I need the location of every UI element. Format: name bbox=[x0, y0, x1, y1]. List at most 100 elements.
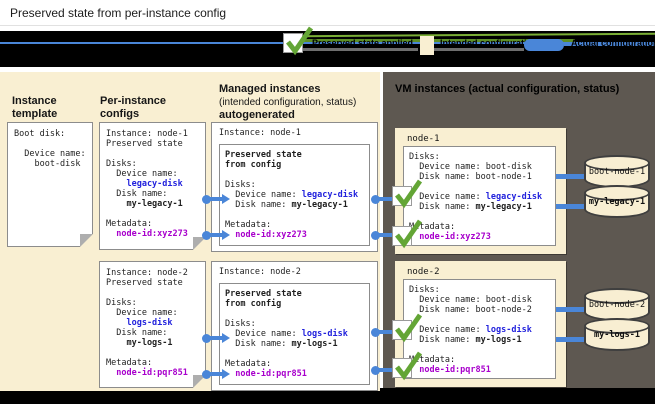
vm-boot-device: Device name: boot-disk bbox=[409, 295, 532, 305]
vm-metadata-value: node-id:xyz273 bbox=[409, 232, 491, 242]
config-metadata-value: node-id:pqr851 bbox=[106, 368, 188, 378]
managed-header-title: Managed instances bbox=[219, 83, 321, 95]
managed-state-2: from config bbox=[225, 299, 282, 309]
connector-line bbox=[377, 368, 393, 372]
managed-instance-box-node-1: Instance: node-1 Preserved state from co… bbox=[211, 122, 378, 252]
managed-instance-title: Instance: node-1 bbox=[219, 128, 301, 138]
disk-connector-line bbox=[556, 307, 584, 312]
vm-metadata: Metadata: bbox=[409, 222, 456, 232]
managed-header-note: autogenerated bbox=[219, 109, 295, 121]
managed-state-1: Preserved state bbox=[225, 150, 302, 160]
connector-line bbox=[206, 372, 224, 376]
title-divider bbox=[0, 25, 655, 26]
connector-dot bbox=[371, 231, 380, 240]
connector-arrowhead bbox=[222, 230, 230, 240]
config-metadata: Metadata: bbox=[106, 358, 153, 368]
managed-state-2: from config bbox=[225, 160, 282, 170]
connector-line bbox=[377, 233, 393, 237]
header-per-instance-configs: Per-instance configs bbox=[100, 95, 167, 120]
managed-metadata: Metadata: bbox=[225, 359, 272, 369]
managed-preserved-state-box: Preserved state from config Disks: Devic… bbox=[219, 144, 370, 246]
managed-metadata-value: node-id:xyz273 bbox=[225, 230, 307, 240]
config-metadata: Metadata: bbox=[106, 219, 153, 229]
vm-detail-box: Disks: Device name: boot-disk Disk name:… bbox=[403, 279, 556, 379]
managed-disks: Disks: bbox=[225, 180, 256, 190]
connector-line bbox=[377, 330, 393, 334]
vm-name: node-1 bbox=[407, 134, 440, 144]
config-metadata-value: node-id:xyz273 bbox=[106, 229, 188, 239]
header-managed-instances: Managed instances (intended configuratio… bbox=[219, 83, 381, 122]
legend-check-icon bbox=[283, 26, 314, 56]
legend-intended-label: Intended configuration bbox=[440, 38, 538, 48]
connector-dot bbox=[371, 195, 380, 204]
template-device-value: boot-disk bbox=[14, 159, 81, 169]
vm-boot-disk: Disk name: boot-node-1 bbox=[409, 172, 532, 182]
vm-box-node-2: node-2 Disks: Device name: boot-disk Dis… bbox=[395, 261, 566, 387]
vm-boot-disk: Disk name: boot-node-2 bbox=[409, 305, 532, 315]
legend-blue-line-right bbox=[564, 44, 655, 46]
managed-disks: Disks: bbox=[225, 319, 256, 329]
connector-dot bbox=[371, 366, 380, 375]
legend-underline-2 bbox=[434, 48, 524, 51]
config-disk-value: my-legacy-1 bbox=[106, 199, 183, 209]
config-device-label: Device name: bbox=[106, 169, 178, 179]
managed-disk-line: Disk name: my-legacy-1 bbox=[225, 200, 348, 210]
vm-disk-line: Disk name: my-logs-1 bbox=[409, 335, 522, 345]
disk-label: my-logs-1 bbox=[593, 330, 641, 340]
managed-metadata-value: node-id:pqr851 bbox=[225, 369, 307, 379]
config-device-value: legacy-disk bbox=[106, 179, 183, 189]
vm-device-line: Device name: legacy-disk bbox=[409, 192, 543, 202]
config-state: Preserved state bbox=[106, 278, 183, 288]
vm-metadata-value: node-id:pqr851 bbox=[409, 365, 491, 375]
legend-actual-label: Actual configuration bbox=[571, 38, 655, 48]
disk-cylinder-my-logs-1: my-logs-1 bbox=[584, 318, 650, 351]
config-device-value: logs-disk bbox=[106, 318, 173, 328]
managed-instance-title: Instance: node-2 bbox=[219, 267, 301, 277]
managed-device-line: Device name: logs-disk bbox=[225, 329, 348, 339]
disk-label: my-legacy-1 bbox=[588, 197, 646, 207]
legend-underline-1 bbox=[301, 48, 418, 51]
disk-cylinder-boot-node-1: boot-node-1 bbox=[584, 155, 650, 188]
config-state: Preserved state bbox=[106, 139, 183, 149]
vm-detail-box: Disks: Device name: boot-disk Disk name:… bbox=[403, 146, 556, 246]
disk-cylinder-boot-node-2: boot-node-2 bbox=[584, 288, 650, 321]
config-device-label: Device name: bbox=[106, 308, 178, 318]
config-instance: Instance: node-1 bbox=[106, 129, 188, 139]
status-check-icon bbox=[392, 351, 423, 381]
managed-header-sub: (intended configuration, status) bbox=[219, 97, 357, 108]
disk-label: boot-node-2 bbox=[588, 300, 646, 310]
managed-preserved-state-box: Preserved state from config Disks: Devic… bbox=[219, 283, 370, 385]
template-boot-disk: Boot disk: bbox=[14, 129, 66, 139]
vm-disks: Disks: bbox=[409, 285, 440, 295]
status-check-icon bbox=[392, 219, 423, 249]
per-instance-config-doc-node-2: Instance: node-2 Preserved state Disks: … bbox=[99, 261, 206, 388]
vm-box-node-1: node-1 Disks: Device name: boot-disk Dis… bbox=[395, 128, 566, 254]
disk-connector-line bbox=[556, 337, 584, 342]
config-disks: Disks: bbox=[106, 159, 137, 169]
managed-metadata: Metadata: bbox=[225, 220, 272, 230]
managed-instance-box-node-2: Instance: node-2 Preserved state from co… bbox=[211, 261, 378, 391]
config-disk-label: Disk name: bbox=[106, 189, 168, 199]
header-instance-template: Instance template bbox=[12, 95, 58, 120]
connector-arrowhead bbox=[222, 333, 230, 343]
disk-label: boot-node-1 bbox=[588, 167, 646, 177]
connector-line bbox=[206, 233, 224, 237]
managed-device-line: Device name: legacy-disk bbox=[225, 190, 359, 200]
disk-connector-line bbox=[556, 174, 584, 179]
page-title: Preserved state from per-instance config bbox=[10, 6, 227, 20]
connector-arrowhead bbox=[222, 194, 230, 204]
status-check-icon bbox=[392, 179, 423, 209]
connector-arrowhead bbox=[222, 369, 230, 379]
status-check-icon bbox=[392, 313, 423, 343]
config-disk-value: my-logs-1 bbox=[106, 338, 173, 348]
config-disks: Disks: bbox=[106, 298, 137, 308]
legend-actual-oval bbox=[524, 39, 564, 51]
vm-disk-line: Disk name: my-legacy-1 bbox=[409, 202, 532, 212]
legend-intended-swatch bbox=[420, 36, 434, 55]
disk-connector-line bbox=[556, 204, 584, 209]
vm-device-line: Device name: logs-disk bbox=[409, 325, 532, 335]
connector-line bbox=[206, 336, 224, 340]
bottom-bar bbox=[0, 388, 655, 404]
header-vm-instances: VM instances (actual configuration, stat… bbox=[395, 83, 620, 95]
